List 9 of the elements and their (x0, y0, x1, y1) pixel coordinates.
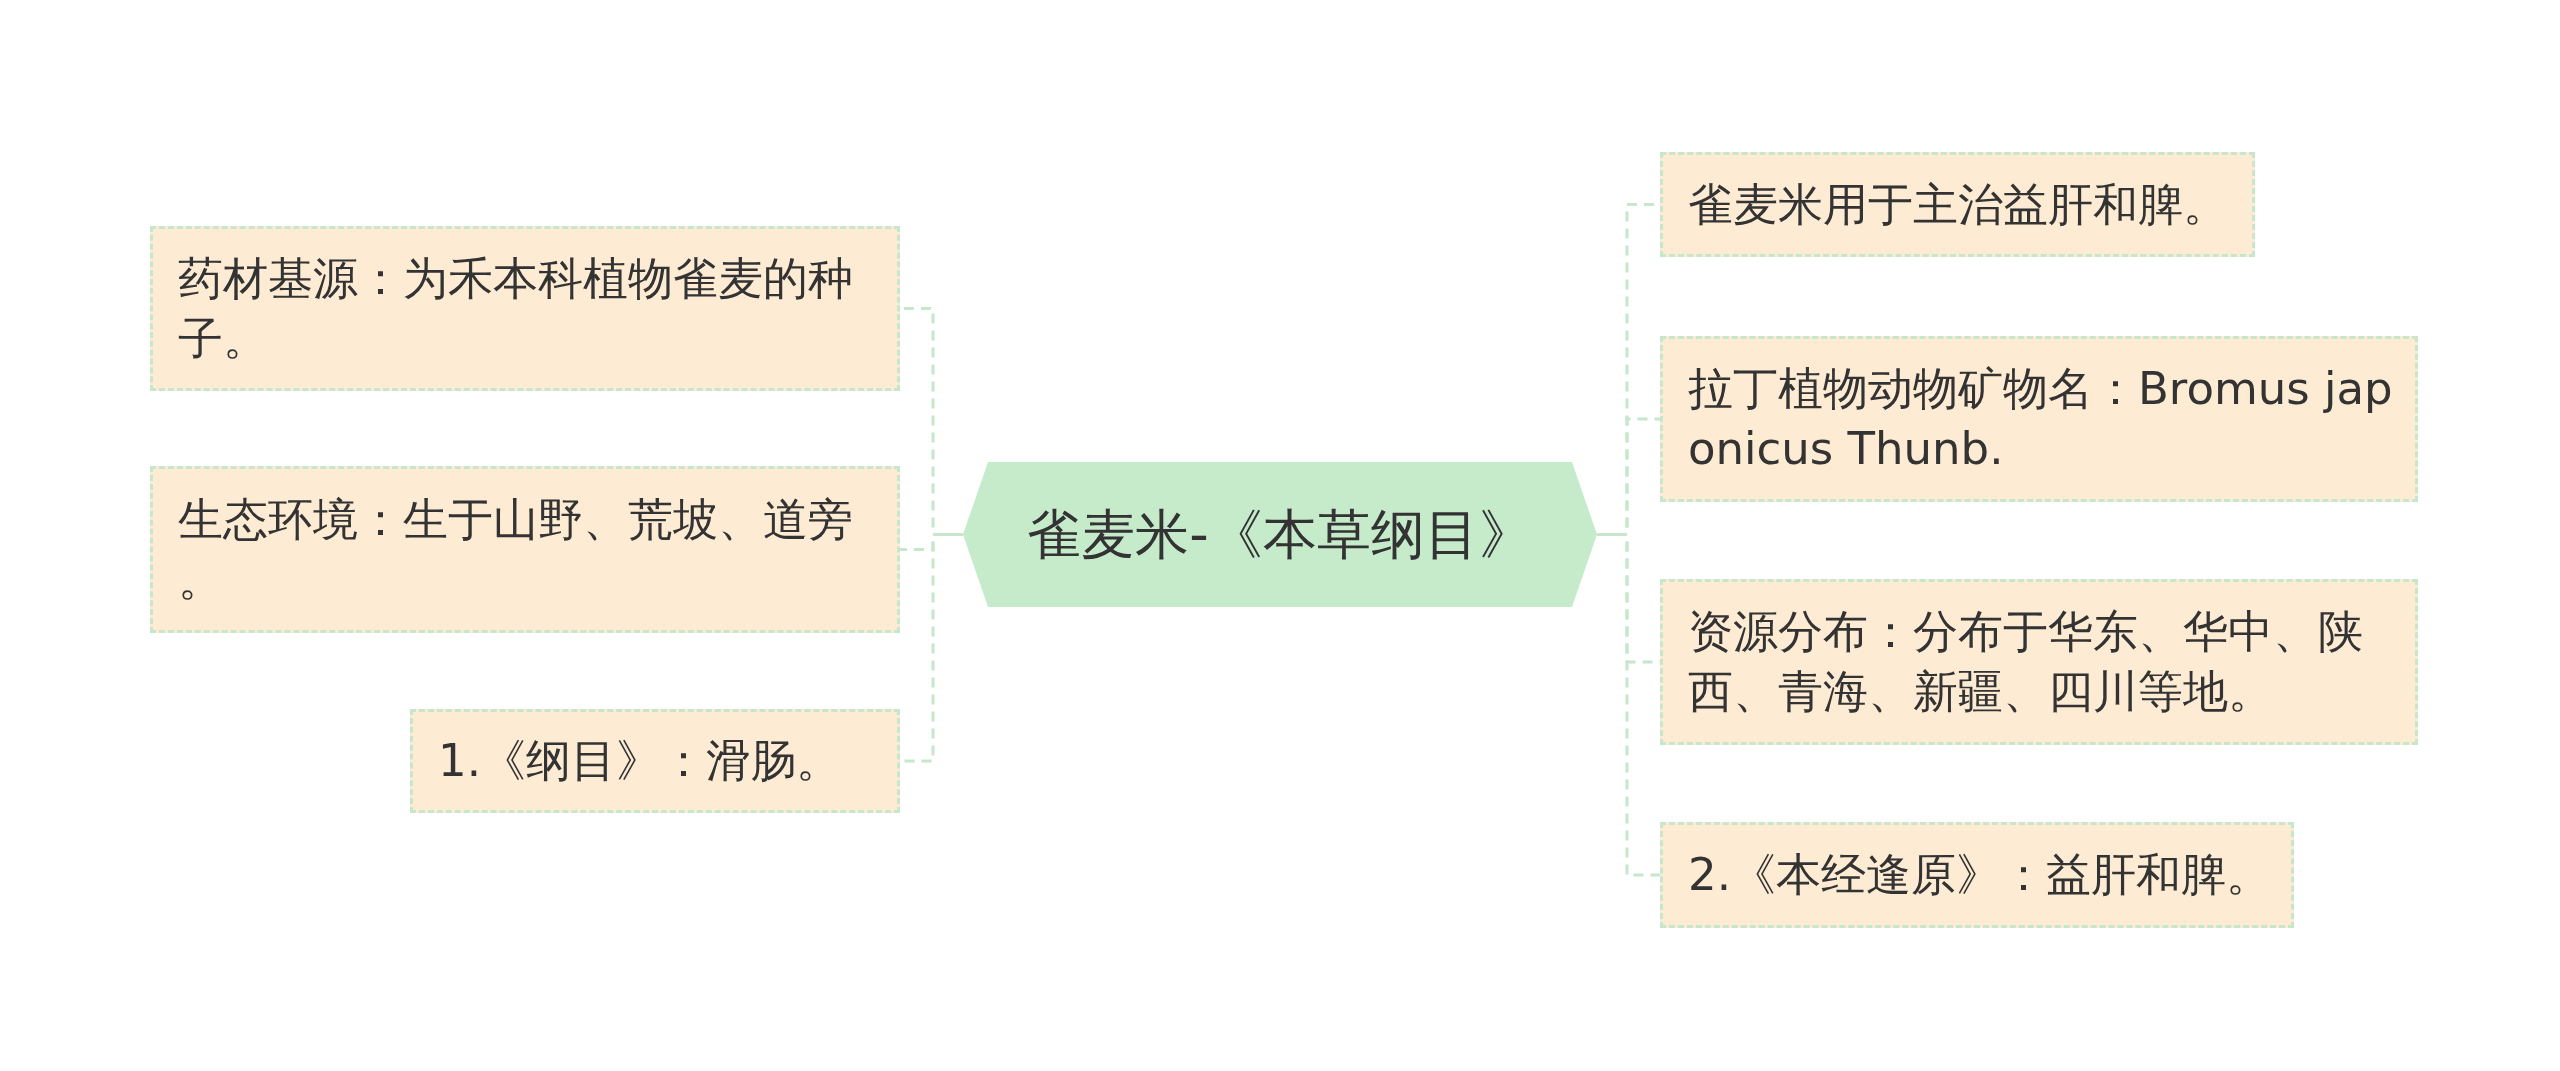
topic-box: 资源分布：分布于华东、华中、陕西、青海、新疆、四川等地。 (1660, 579, 2418, 745)
connector-line (1597, 533, 1660, 877)
topic-box: 生态环境：生于山野、荒坡、道旁。 (150, 466, 900, 633)
topic-box: 2.《本经逢原》：益肝和脾。 (1660, 822, 2294, 928)
topic-box: 雀麦米用于主治益肝和脾。 (1660, 152, 2255, 257)
central-topic-hexagon: 雀麦米-《本草纲目》 (963, 462, 1597, 607)
topic-box: 拉丁植物动物矿物名：Bromus japonicus Thunb. (1660, 336, 2418, 502)
topic-box: 1.《纲目》：滑肠。 (410, 709, 900, 813)
topic-box: 药材基源：为禾本科植物雀麦的种子。 (150, 226, 900, 391)
